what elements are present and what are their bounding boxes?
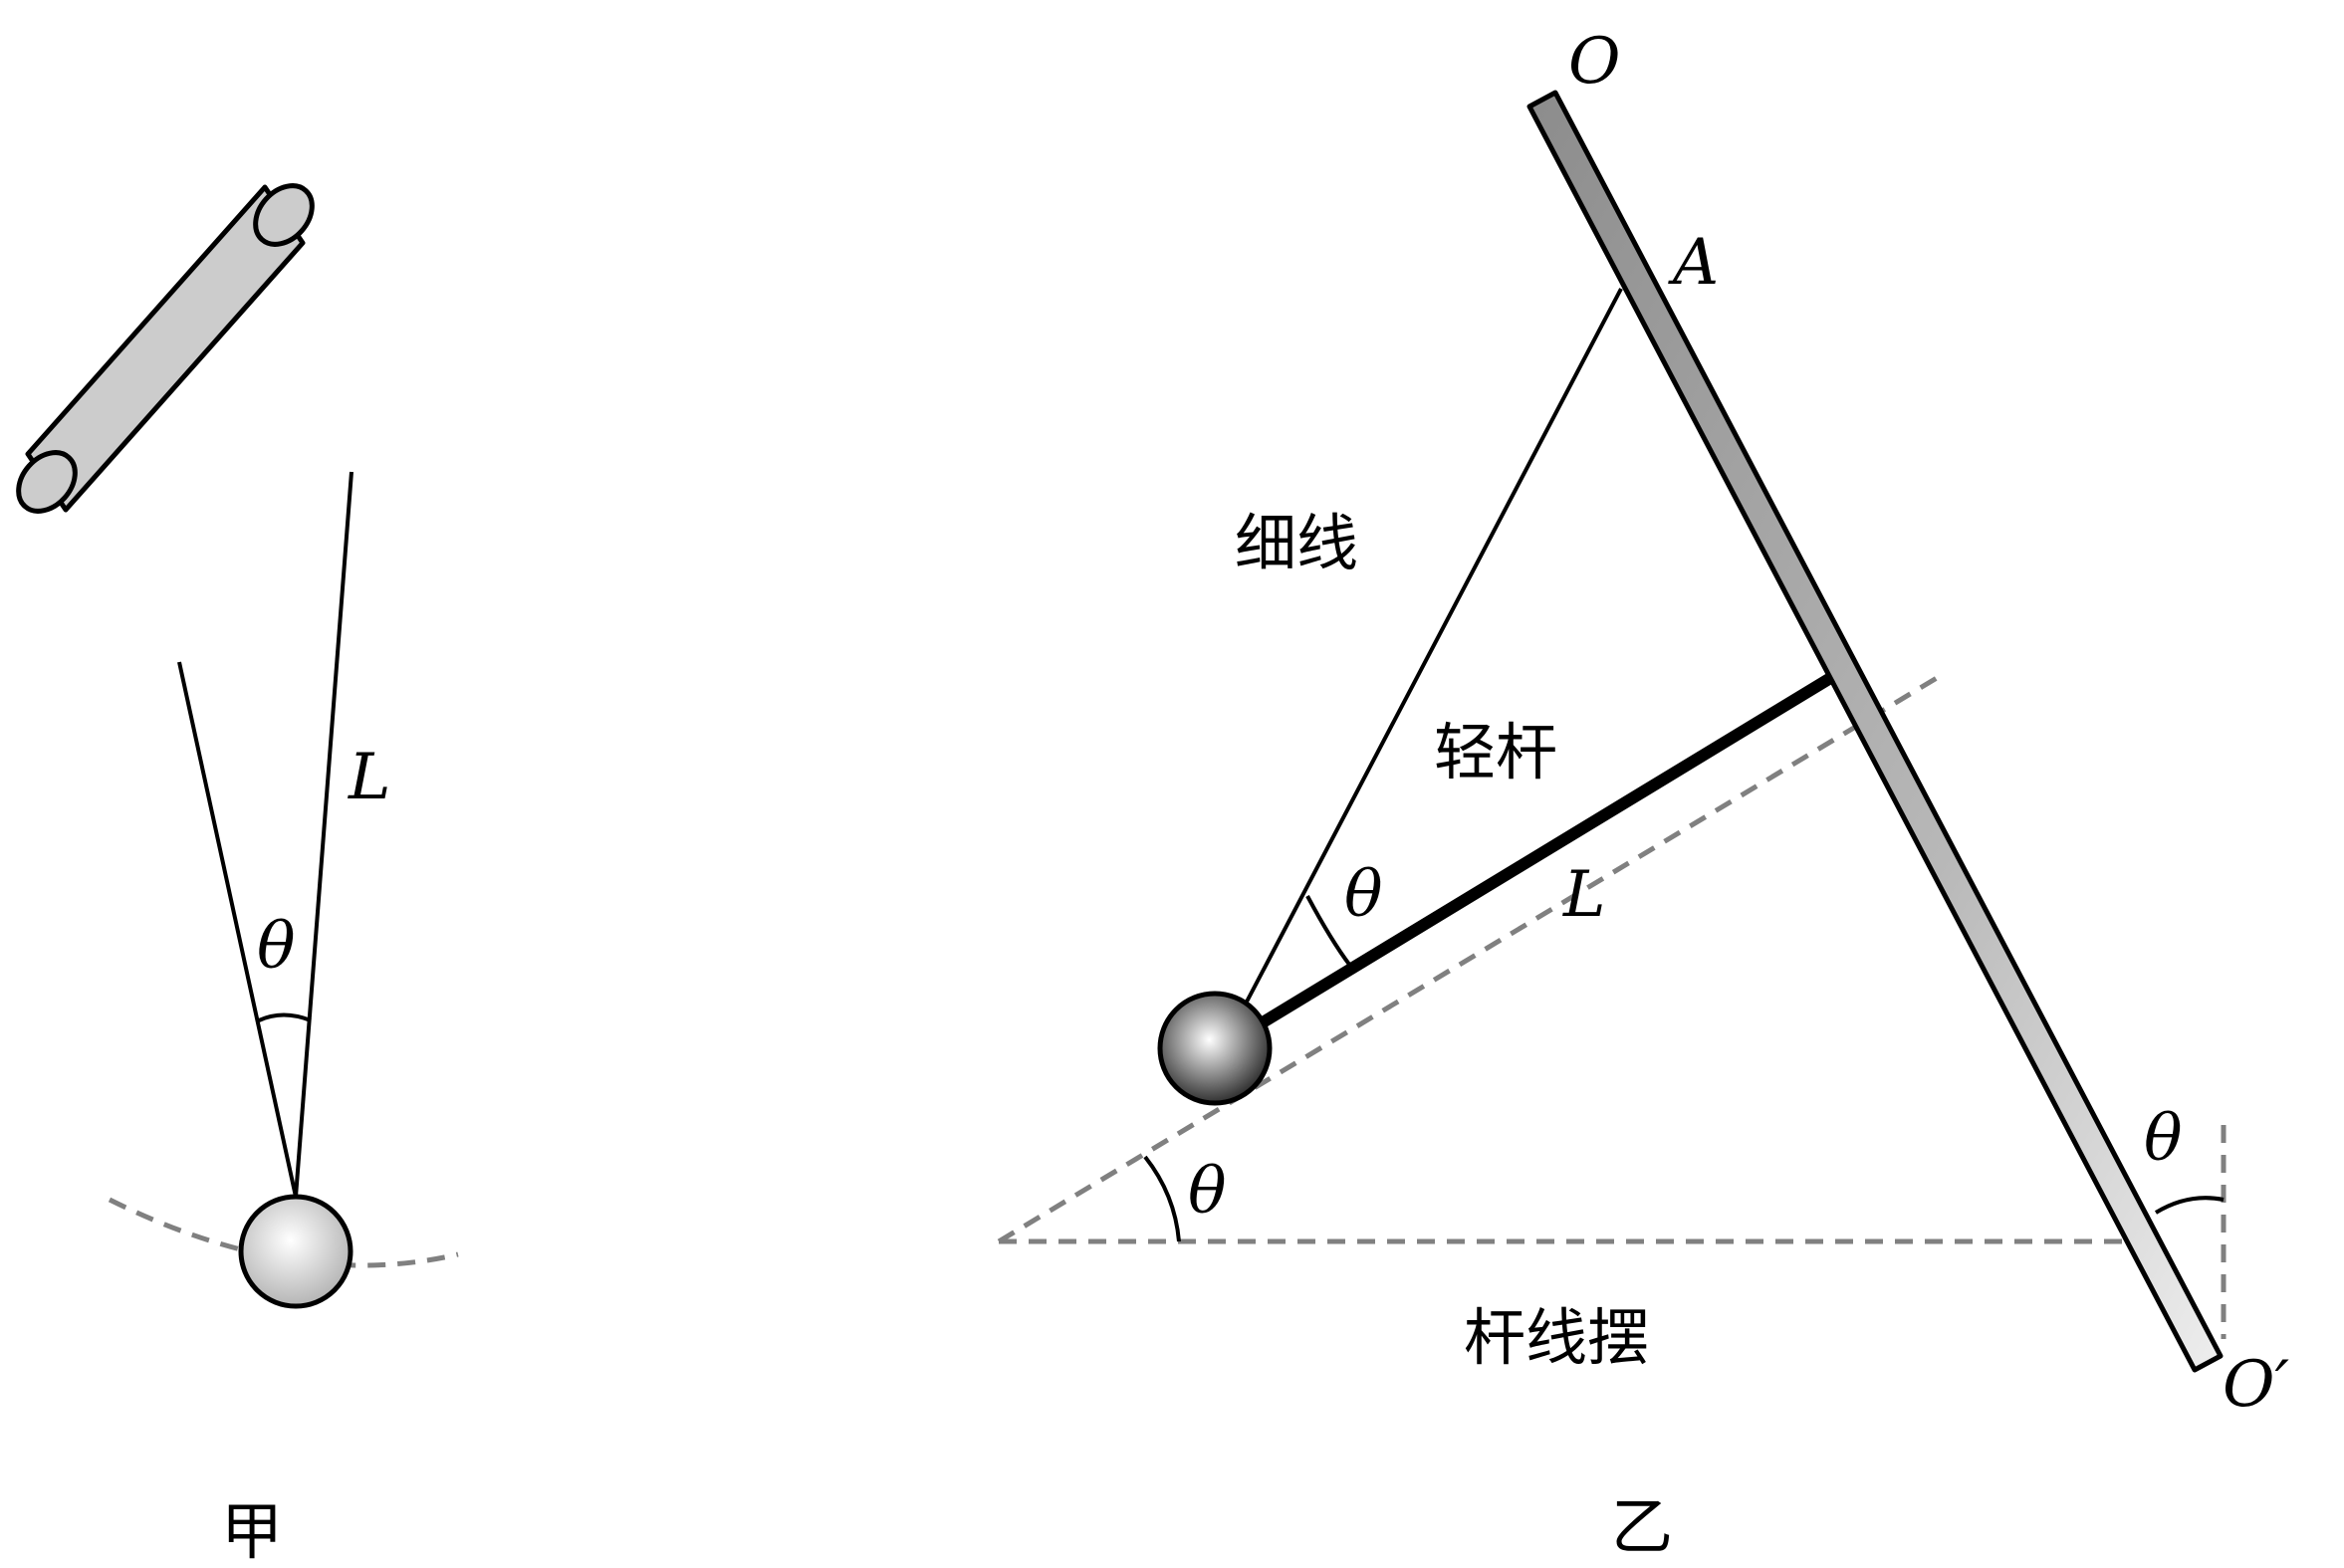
caption-b: 乙 [1611,1490,1673,1563]
angle-arc-string-rod [1305,895,1352,968]
figure-b: O A 细线 轻杆 L θ θ θ O′ 杆线摆 乙 [997,25,2289,1563]
label-bottom-O-prime: O′ [2223,1348,2289,1422]
angle-label-a: θ [257,910,296,984]
horizontal-cylinder [16,183,315,514]
label-angle-string-rod: θ [1344,858,1383,932]
caption-a: 甲 [221,1495,283,1568]
light-rod [1241,671,1836,1039]
label-angle-incline: θ [1188,1155,1227,1229]
ball-a [238,1194,353,1309]
label-top-O: O [1568,25,1620,99]
label-light-rod: 轻杆 [1434,716,1557,788]
axis-rod [1526,90,2224,1373]
incline-dashed-line [997,672,1944,1244]
thread [1243,288,1623,1007]
angle-arc-a [258,1012,312,1022]
ball-b [1157,991,1273,1106]
label-angle-axis: θ [2144,1102,2183,1176]
label-L-rod: L [1562,858,1606,932]
angle-arc-incline [1143,1155,1181,1242]
label-A: A [1668,226,1719,300]
string-right [294,471,353,1198]
string-left [177,661,298,1198]
figure-a: L θ 甲 [16,183,459,1568]
label-thread: 细线 [1235,507,1358,579]
label-rod-thread-pendulum: 杆线摆 [1464,1301,1649,1374]
length-label-a: L [348,741,391,814]
angle-arc-axis [2154,1196,2225,1215]
